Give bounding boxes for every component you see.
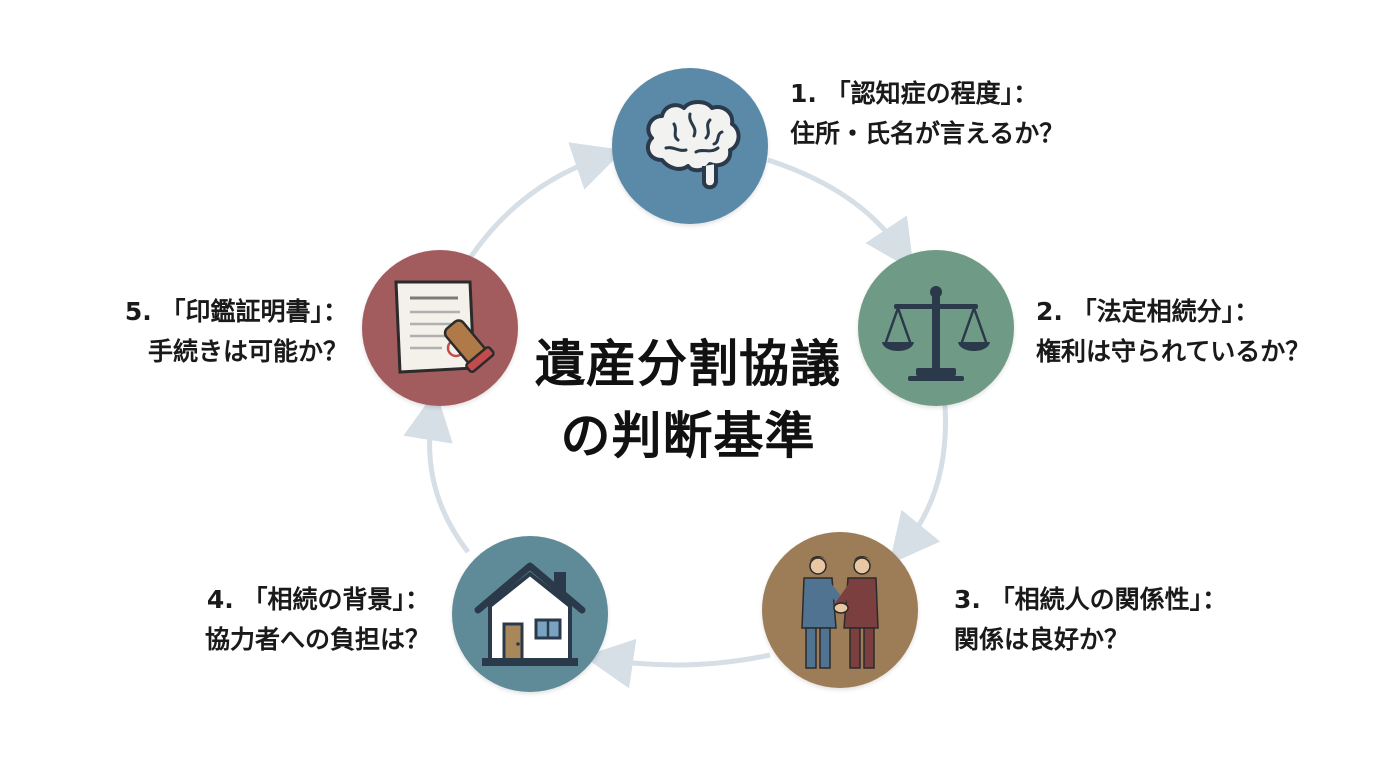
label-5-question: 手続きは可能か？ <box>147 337 348 366</box>
label-4-heading: 4. 「相続の背景」： <box>206 585 430 614</box>
node-5 <box>362 250 518 406</box>
label-2: 2. 「法定相続分」： 権利は守られているか？ <box>1036 292 1310 372</box>
label-3-question: 関係は良好か？ <box>954 625 1130 654</box>
node-3 <box>762 532 918 688</box>
node-2 <box>858 250 1014 406</box>
certificate-stamp-icon <box>394 280 495 374</box>
house-icon <box>474 562 586 666</box>
label-2-question: 権利は守られているか？ <box>1036 337 1311 366</box>
label-1-heading: 1. 「認知症の程度」： <box>790 79 1039 108</box>
arrow-1-to-2 <box>767 157 914 271</box>
label-2-heading: 2. 「法定相続分」： <box>1036 297 1260 326</box>
label-3: 3. 「相続人の関係性」： 関係は良好か？ <box>954 580 1227 660</box>
arrow-2-to-3 <box>889 404 948 565</box>
center-title-line1: 遺産分割協議 <box>535 335 841 393</box>
center-title-line2: の判断基準 <box>560 407 816 465</box>
label-5-heading: 5. 「印鑑証明書」： <box>124 297 348 326</box>
label-5: 5. 「印鑑証明書」： 手続きは可能か？ <box>30 292 348 372</box>
label-1-question: 住所・氏名が言えるか？ <box>790 119 1065 148</box>
brain-icon <box>645 100 741 190</box>
label-3-heading: 3. 「相続人の関係性」： <box>954 585 1228 614</box>
label-4-question: 協力者への負担は？ <box>204 625 430 654</box>
handshake-icon <box>801 556 879 669</box>
arrow-3-to-4 <box>583 638 771 689</box>
node-4 <box>452 536 608 692</box>
arrow-4-to-5 <box>403 390 470 554</box>
node-1 <box>612 68 768 224</box>
label-4: 4. 「相続の背景」： 協力者への負担は？ <box>100 580 430 660</box>
scales-icon <box>882 286 990 381</box>
label-1: 1. 「認知症の程度」： 住所・氏名が言えるか？ <box>790 74 1064 154</box>
arrow-5-to-1 <box>467 142 624 260</box>
center-title: 遺産分割協議 の判断基準 <box>528 328 848 472</box>
